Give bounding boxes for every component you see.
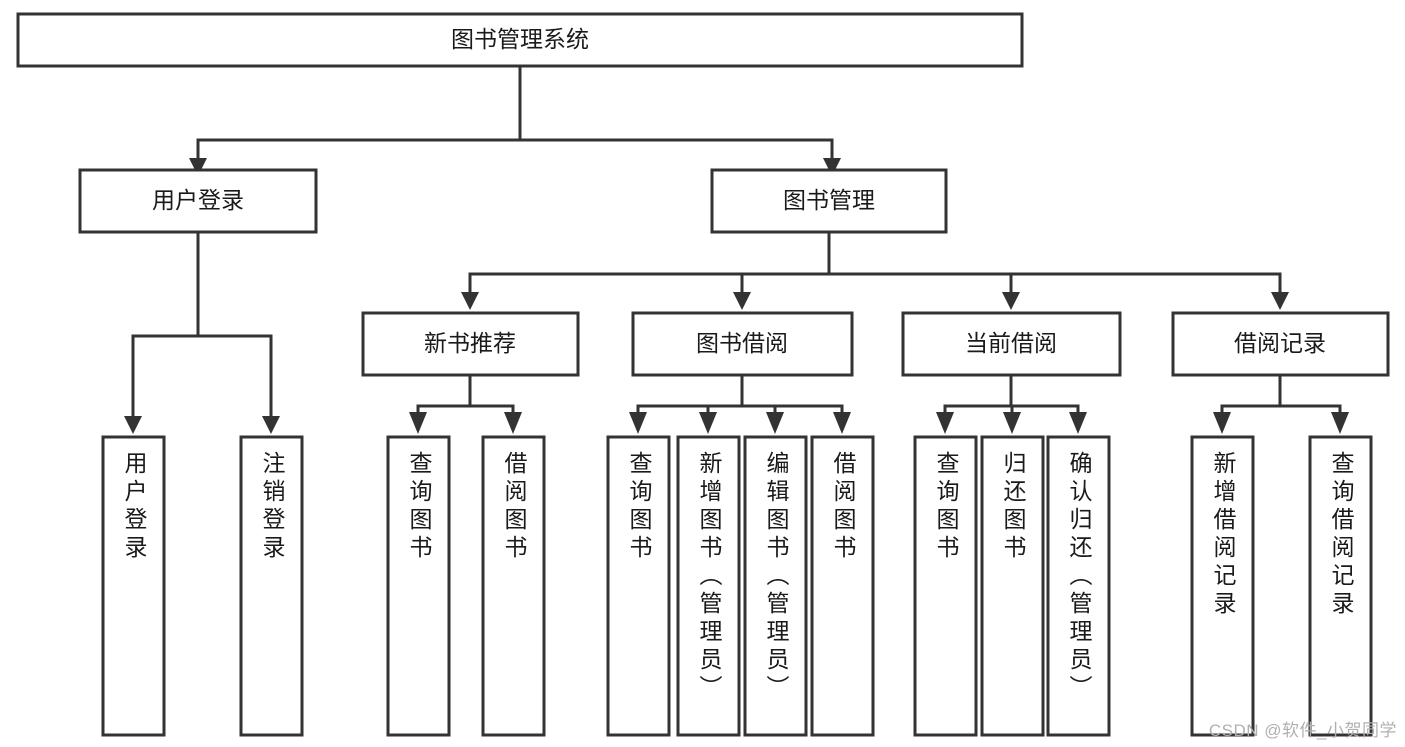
arrow-newbook-to-leaf-borrow-book bbox=[504, 412, 522, 434]
arrow-currentborrow-to-leaf-query-book bbox=[936, 412, 954, 434]
node-book-borrow-label: 图书借阅 bbox=[696, 330, 788, 356]
node-leaf-query-borrow-record-box[interactable] bbox=[1308, 435, 1373, 737]
node-new-book-recommend-box[interactable] bbox=[361, 311, 580, 377]
node-leaf-add-book-admin-box[interactable] bbox=[676, 435, 741, 737]
node-book-management-label: 图书管理 bbox=[783, 187, 875, 213]
node-book-borrow[interactable]: 图书借阅 bbox=[631, 311, 854, 377]
arrow-borrowrecord-to-leaf-add-record bbox=[1213, 412, 1231, 434]
node-user-login-label: 用户登录 bbox=[152, 187, 244, 213]
arrow-bookborrow-to-leaf-edit-book bbox=[766, 412, 784, 434]
arrow-bookmgmt-to-current-borrow bbox=[1002, 292, 1020, 310]
node-user-login[interactable]: 用户登录 bbox=[78, 168, 318, 234]
node-leaf-borrow-book-rec-box[interactable] bbox=[481, 435, 546, 737]
arrow-root-to-user-login bbox=[189, 158, 207, 176]
node-leaf-user-logout-box[interactable] bbox=[239, 435, 304, 737]
arrow-borrowrecord-to-leaf-query-record bbox=[1331, 412, 1349, 434]
node-borrow-record-label: 借阅记录 bbox=[1234, 330, 1326, 356]
arrow-userlogin-to-leaf-user-logout bbox=[262, 416, 280, 434]
edge-borrowrecord-to-leaves-bus bbox=[1220, 373, 1342, 418]
arrow-bookmgmt-to-book-borrow bbox=[733, 292, 751, 310]
node-borrow-record-box[interactable] bbox=[1171, 311, 1390, 377]
node-leaf-query-book-borrow-box[interactable] bbox=[606, 435, 671, 737]
node-leaf-query-book-rec-box[interactable] bbox=[386, 435, 451, 737]
edge-userlogin-to-leaves-bus bbox=[131, 230, 273, 418]
arrow-root-to-book-management bbox=[823, 158, 841, 176]
node-borrow-record[interactable]: 借阅记录 bbox=[1171, 311, 1390, 377]
arrow-currentborrow-to-leaf-confirm-return bbox=[1069, 412, 1087, 434]
node-leaf-edit-book-admin-box[interactable] bbox=[743, 435, 808, 737]
edge-currentborrow-to-leaves-bus bbox=[943, 373, 1080, 418]
connector-layer bbox=[124, 64, 1349, 434]
node-leaf-user-login-box[interactable] bbox=[101, 435, 166, 737]
node-current-borrow-box[interactable] bbox=[901, 311, 1122, 377]
edge-newbook-to-leaves-bus bbox=[416, 373, 515, 418]
arrow-bookborrow-to-leaf-add-book bbox=[699, 412, 717, 434]
node-current-borrow[interactable]: 当前借阅 bbox=[901, 311, 1122, 377]
node-leaf-query-book-current-box[interactable] bbox=[913, 435, 978, 737]
arrow-bookborrow-to-leaf-query-book bbox=[629, 412, 647, 434]
arrow-currentborrow-to-leaf-return-book bbox=[1003, 412, 1021, 434]
edge-bookmgmt-to-level3-bus bbox=[468, 230, 1282, 294]
node-leaf-add-borrow-record-box[interactable] bbox=[1190, 435, 1255, 737]
arrow-bookmgmt-to-new-book-recommend bbox=[461, 292, 479, 310]
node-user-login-box[interactable] bbox=[78, 168, 318, 234]
node-book-management[interactable]: 图书管理 bbox=[710, 168, 948, 234]
node-leaf-borrow-book-box[interactable] bbox=[810, 435, 875, 737]
edge-bookborrow-to-leaves-bus bbox=[636, 373, 844, 418]
arrow-newbook-to-leaf-query-book bbox=[409, 412, 427, 434]
node-new-book-recommend[interactable]: 新书推荐 bbox=[361, 311, 580, 377]
leaf-box-layer bbox=[101, 435, 1373, 737]
arrow-bookborrow-to-leaf-borrow-book bbox=[833, 412, 851, 434]
watermark: CSDN @软件_小贺同学 bbox=[1208, 721, 1397, 740]
node-root[interactable]: 图书管理系统 bbox=[16, 12, 1024, 68]
node-book-borrow-box[interactable] bbox=[631, 311, 854, 377]
node-leaf-return-book-box[interactable] bbox=[980, 435, 1045, 737]
arrow-bookmgmt-to-borrow-record bbox=[1271, 292, 1289, 310]
node-book-management-box[interactable] bbox=[710, 168, 948, 234]
arrow-userlogin-to-leaf-user-login bbox=[124, 416, 142, 434]
node-root-label: 图书管理系统 bbox=[451, 26, 589, 52]
node-current-borrow-label: 当前借阅 bbox=[965, 330, 1057, 356]
node-leaf-confirm-return-admin-box[interactable] bbox=[1046, 435, 1111, 737]
node-root-box[interactable] bbox=[16, 12, 1024, 68]
edge-root-to-level2-bus bbox=[196, 64, 834, 160]
node-new-book-recommend-label: 新书推荐 bbox=[424, 330, 516, 356]
